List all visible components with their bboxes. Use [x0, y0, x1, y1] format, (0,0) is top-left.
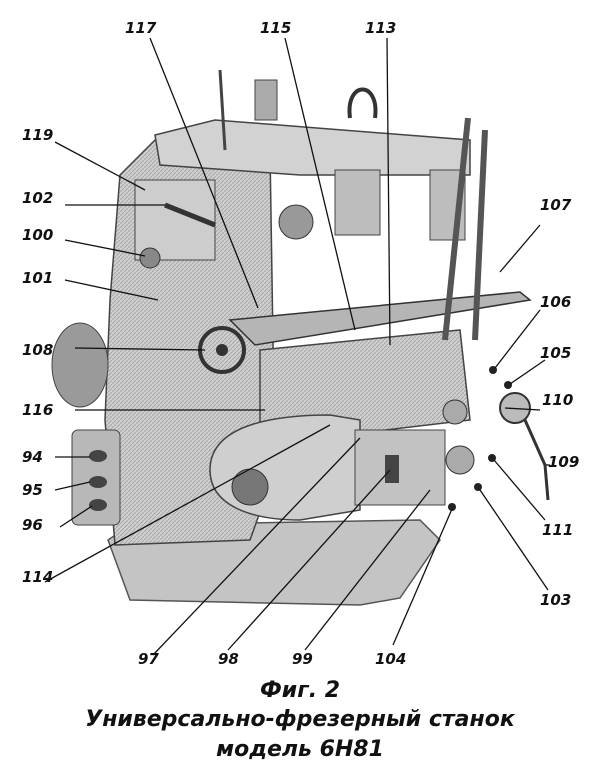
callout-117: 117: [125, 19, 157, 37]
top-post: [254, 79, 278, 121]
leader-98: [227, 469, 391, 651]
callout-115: 115: [260, 19, 291, 37]
figure-number: Фиг. 2: [259, 678, 341, 703]
brace-arm-1: [442, 117, 471, 341]
leader-99: [304, 489, 431, 651]
brace-arm-2: [472, 129, 488, 341]
lifting-eye: [347, 87, 378, 119]
gear-housing: [51, 322, 109, 408]
callout-100: 100: [22, 226, 53, 244]
leader-119: [54, 141, 146, 191]
callout-98: 98: [218, 650, 239, 668]
leader-96: [59, 505, 93, 528]
leader-113: [386, 37, 391, 346]
feed-lever-98: [385, 455, 399, 483]
leader-97: [152, 437, 361, 656]
callout-103: 103: [540, 591, 571, 609]
figure-title: Универсально-фрезерный станок: [85, 707, 515, 732]
handwheel-hub-108: [216, 344, 228, 356]
callout-99: 99: [292, 650, 313, 668]
callout-106: 106: [540, 293, 571, 311]
callout-119: 119: [22, 126, 53, 144]
overarm-support-left: [334, 169, 381, 236]
callout-114: 114: [22, 568, 53, 586]
callout-108: 108: [22, 341, 53, 359]
spindle-nose: [278, 204, 314, 240]
leader-103: [479, 489, 549, 591]
dial-right-upper: [442, 399, 468, 425]
callout-102: 102: [22, 189, 53, 207]
callout-110: 110: [542, 391, 573, 409]
speed-dial-100: [139, 247, 161, 269]
knob-104: [448, 503, 456, 511]
leader-111: [493, 459, 546, 521]
dial-right-lower: [445, 445, 475, 475]
leader-101: [64, 279, 159, 301]
leader-95: [54, 481, 91, 491]
callout-104: 104: [375, 650, 406, 668]
leader-110: [504, 407, 541, 411]
leader-107: [499, 224, 541, 273]
leader-104: [392, 508, 453, 646]
callout-97: 97: [138, 650, 159, 668]
callout-116: 116: [22, 401, 53, 419]
callout-101: 101: [22, 269, 53, 287]
leader-100: [64, 239, 146, 257]
leader-108: [74, 347, 206, 351]
panel-knob-94: [89, 450, 107, 462]
callout-95: 95: [22, 481, 43, 499]
crank-109: [523, 419, 550, 501]
milling-machine-drawing: 117 115 113 119 102 100 107 101 106 108 …: [22, 19, 579, 668]
panel-knob-96: [89, 499, 107, 511]
leader-114: [44, 424, 331, 583]
callout-109: 109: [548, 453, 579, 471]
leader-105: [509, 359, 546, 385]
leader-117: [149, 37, 259, 309]
callout-111: 111: [542, 521, 573, 539]
leader-106: [494, 309, 541, 369]
callout-96: 96: [22, 516, 43, 534]
leader-lines: [44, 37, 550, 656]
callout-113: 113: [365, 19, 396, 37]
knob-105: [504, 381, 512, 389]
top-handle: [218, 69, 227, 151]
work-table: [228, 291, 532, 346]
lever-102: [164, 202, 216, 228]
leader-115: [284, 37, 356, 331]
knob-103: [474, 483, 482, 491]
callout-94: 94: [22, 448, 43, 466]
motor-fan: [231, 468, 269, 506]
callout-107: 107: [540, 196, 572, 214]
overarm: [154, 119, 471, 176]
panel-knob-95: [89, 476, 107, 488]
figure-model: модель 6Н81: [216, 737, 384, 762]
callout-105: 105: [540, 344, 571, 362]
